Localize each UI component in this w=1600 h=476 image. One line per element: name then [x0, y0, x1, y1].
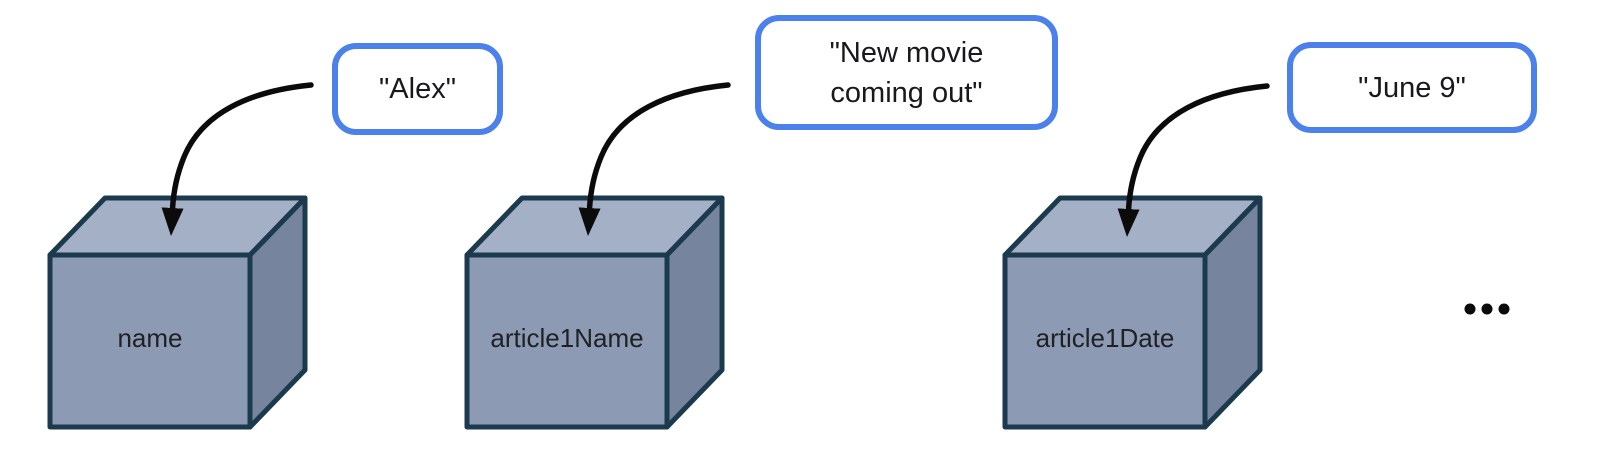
ellipsis-icon [1464, 303, 1510, 315]
variable-box-article1name: article1Name [464, 195, 725, 430]
variable-label-name: name [117, 323, 182, 353]
value-bubble-alex: "Alex" [332, 43, 503, 135]
arrow-value-to-article1date [1117, 83, 1270, 237]
cube-front-face [1002, 252, 1208, 430]
variable-box-article1date: article1Date [1002, 195, 1263, 430]
arrow-value-to-name [161, 82, 314, 236]
value-bubble-june-9: "June 9" [1287, 42, 1537, 133]
value-text: "Alex" [378, 73, 456, 105]
cube-front-face [47, 252, 253, 430]
variable-label-article1name: article1Name [490, 323, 643, 353]
variable-box-name: name [47, 195, 308, 430]
value-text: "June 9" [1358, 71, 1466, 104]
cube-front-face [464, 252, 670, 430]
value-bubble-new-movie: "New movie coming out" [755, 15, 1058, 130]
arrow-value-to-article1name [578, 82, 731, 236]
value-text: "New movie coming out" [829, 36, 984, 109]
variable-label-article1date: article1Date [1036, 323, 1175, 353]
